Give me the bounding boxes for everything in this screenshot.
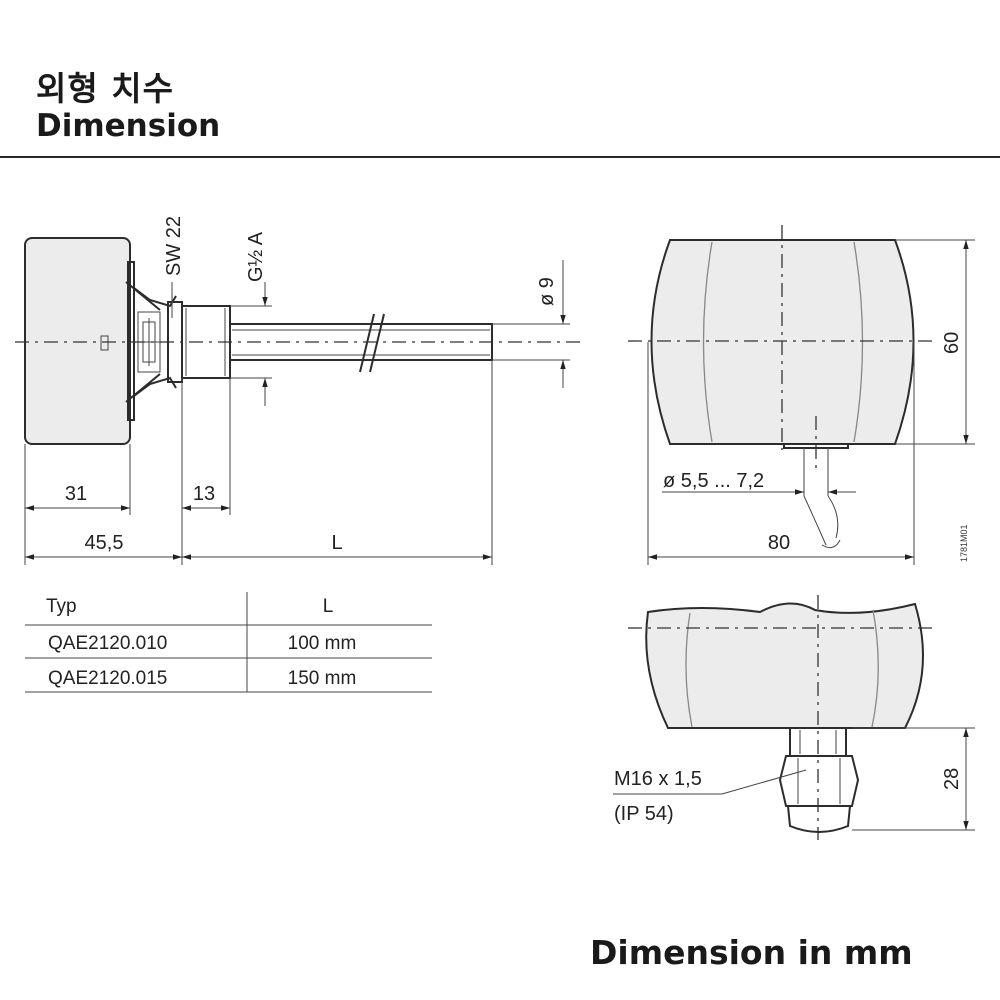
housing-side (24, 237, 131, 445)
housing-flange (127, 261, 135, 421)
dim-45-5: 45,5 (85, 532, 124, 554)
table-cell-typ: QAE2120.010 (48, 633, 167, 654)
housing-pin (100, 335, 109, 351)
housing-bottom (645, 602, 924, 729)
front-view: ø 5,5 ... 7,2 60 80 1781M01 (628, 225, 975, 565)
label-sw22: SW 22 (163, 216, 185, 276)
dim-L: L (331, 532, 342, 554)
dim-31: 31 (65, 483, 87, 505)
label-thread: G½ A (245, 231, 267, 282)
table-cell-l: 150 mm (288, 668, 357, 689)
type-table: Typ L QAE2120.010 100 mm QAE2120.015 150… (25, 592, 432, 693)
footer-note: Dimension in mm (590, 933, 913, 972)
break-mark-2 (369, 313, 385, 373)
dim-13: 13 (193, 483, 215, 505)
table-header-typ: Typ (46, 596, 77, 617)
side-view: SW 22 G½ A ø 9 31 13 45,5 L (15, 216, 580, 565)
dim-28: 28 (941, 768, 963, 790)
dim-80: 80 (768, 532, 790, 554)
table-header-l: L (323, 596, 334, 617)
label-cable-diameter: ø 5,5 ... 7,2 (663, 470, 764, 492)
label-diameter: ø 9 (536, 277, 558, 306)
break-mark-1 (359, 313, 375, 373)
dim-60: 60 (941, 332, 963, 354)
label-ip-rating: (IP 54) (614, 803, 674, 825)
page-title-korean: 외형 치수 (36, 69, 174, 108)
cable-gland (778, 727, 860, 833)
table-cell-l: 100 mm (288, 633, 357, 654)
table-cell-typ: QAE2120.015 (48, 668, 167, 689)
bottom-view: M16 x 1,5 (IP 54) 28 (613, 595, 975, 840)
drawing-code: 1781M01 (959, 524, 969, 562)
title-divider (0, 156, 1000, 158)
page-title-english: Dimension (36, 108, 221, 144)
label-gland-thread: M16 x 1,5 (614, 768, 702, 790)
